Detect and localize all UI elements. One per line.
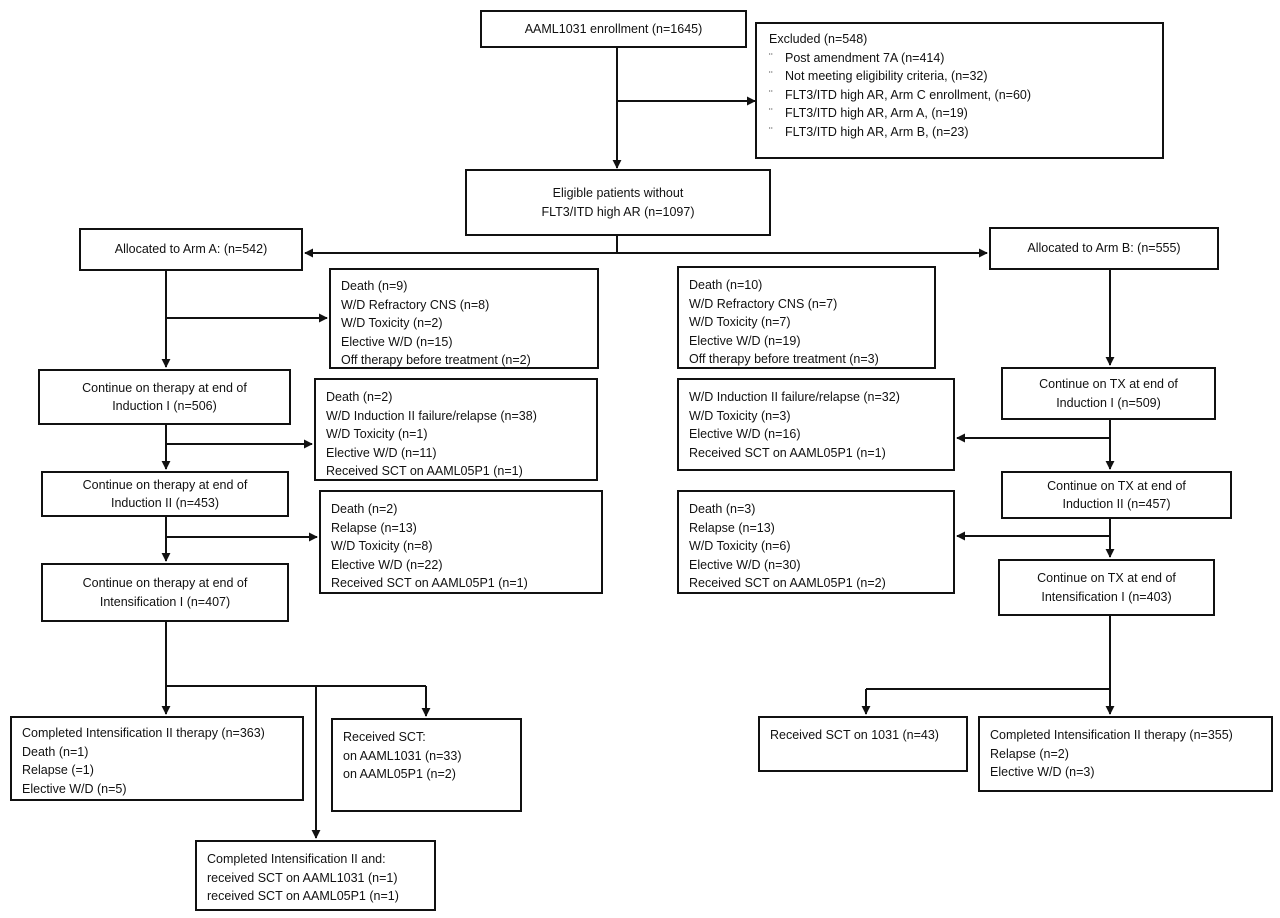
excluded-title: Excluded (n=548) bbox=[769, 32, 868, 46]
arm-b-received-sct-box: Received SCT on 1031 (n=43) bbox=[758, 716, 968, 772]
list-item: Off therapy before treatment (n=2) bbox=[341, 353, 531, 367]
list-item: Received SCT on AAML05P1 (n=1) bbox=[331, 576, 528, 590]
list-item: Elective W/D (n=15) bbox=[341, 334, 453, 349]
excluded-item: ¨FLT3/ITD high AR, Arm B, (n=23) bbox=[769, 123, 1152, 142]
list-item: Death (n=9) bbox=[341, 279, 408, 293]
eligible-box: Eligible patients without FLT3/ITD high … bbox=[465, 169, 771, 236]
list-item: received SCT on AAML05P1 (n=1) bbox=[207, 889, 399, 903]
list-item: W/D Refractory CNS (n=7) bbox=[689, 296, 838, 311]
list-item: W/D Refractory CNS (n=8) bbox=[341, 297, 490, 312]
list-item: W/D Toxicity (n=6) bbox=[689, 539, 791, 553]
arm-b-off-intensification1-box: Death (n=3) Relapse (n=13) W/D Toxicity … bbox=[677, 490, 955, 594]
box-line: Continue on TX at end of bbox=[1047, 478, 1186, 493]
list-item: Elective W/D (n=3) bbox=[990, 765, 1095, 779]
box-line: Induction II (n=457) bbox=[1062, 497, 1171, 511]
excluded-item: ¨Not meeting eligibility criteria, (n=32… bbox=[769, 67, 1152, 86]
arm-b-allocated-box: Allocated to Arm B: (n=555) bbox=[989, 227, 1219, 270]
bullet-icon: ¨ bbox=[769, 125, 773, 138]
list-item: Death (n=2) bbox=[326, 390, 393, 404]
bullet-icon: ¨ bbox=[769, 70, 773, 82]
list-item: W/D Induction II failure/relapse (n=32) bbox=[689, 390, 900, 404]
bullet-icon: ¨ bbox=[769, 107, 773, 119]
list-item: Received SCT: bbox=[343, 730, 426, 744]
arm-a-off-induction1-box: Death (n=9) W/D Refractory CNS (n=8) W/D… bbox=[329, 268, 599, 369]
box-line: Continue on therapy at end of bbox=[82, 477, 248, 492]
list-item: W/D Toxicity (n=2) bbox=[341, 316, 443, 330]
list-item: Elective W/D (n=30) bbox=[689, 557, 801, 572]
arm-a-after-induction1-box: Continue on therapy at end of Induction … bbox=[38, 369, 291, 425]
box-line: Induction I (n=506) bbox=[112, 399, 217, 413]
arm-a-off-induction2-box: Death (n=2) W/D Induction II failure/rel… bbox=[314, 378, 598, 481]
list-item: Elective W/D (n=16) bbox=[689, 427, 801, 441]
box-line: Induction I (n=509) bbox=[1056, 395, 1161, 410]
list-item: Elective W/D (n=22) bbox=[331, 557, 443, 572]
list-item: Received SCT on AAML05P1 (n=1) bbox=[326, 464, 523, 478]
excluded-item: ¨FLT3/ITD high AR, Arm A, (n=19) bbox=[769, 104, 1152, 123]
box-line: Continue on TX at end of bbox=[1039, 377, 1178, 391]
excluded-item: ¨Post amendment 7A (n=414) bbox=[769, 49, 1152, 68]
arm-b-allocated-text: Allocated to Arm B: (n=555) bbox=[1027, 241, 1181, 256]
arm-a-off-intensification1-box: Death (n=2) Relapse (n=13) W/D Toxicity … bbox=[319, 490, 603, 594]
list-item: Death (n=10) bbox=[689, 278, 763, 292]
enrollment-text: AAML1031 enrollment (n=1645) bbox=[524, 21, 703, 36]
list-item: W/D Toxicity (n=7) bbox=[689, 315, 791, 329]
arm-b-completed-box: Completed Intensification II therapy (n=… bbox=[978, 716, 1273, 792]
list-item: Death (n=1) bbox=[22, 744, 89, 759]
list-item: Relapse (n=2) bbox=[990, 746, 1069, 761]
list-item: Elective W/D (n=11) bbox=[326, 445, 437, 460]
list-item: W/D Toxicity (n=8) bbox=[331, 539, 433, 553]
list-item: W/D Toxicity (n=3) bbox=[689, 408, 791, 423]
list-item: on AAML05P1 (n=2) bbox=[343, 767, 456, 781]
arm-a-completed-and-sct-box: Completed Intensification II and: receiv… bbox=[195, 840, 436, 911]
list-item: Elective W/D (n=5) bbox=[22, 781, 127, 796]
list-item: Received SCT on AAML05P1 (n=1) bbox=[689, 445, 886, 460]
box-line: Continue on therapy at end of bbox=[82, 576, 248, 590]
list-item: Relapse (n=13) bbox=[689, 520, 775, 535]
list-item: Completed Intensification II and: bbox=[207, 852, 386, 866]
arm-b-after-intensification1-box: Continue on TX at end of Intensification… bbox=[998, 559, 1215, 616]
eligible-line: Eligible patients without bbox=[552, 186, 684, 200]
arm-b-off-induction1-box: Death (n=10) W/D Refractory CNS (n=7) W/… bbox=[677, 266, 936, 369]
arm-a-completed-box: Completed Intensification II therapy (n=… bbox=[10, 716, 304, 801]
arm-a-after-induction2-box: Continue on therapy at end of Induction … bbox=[41, 471, 289, 517]
box-line: Continue on therapy at end of bbox=[82, 380, 247, 395]
arm-a-allocated-box: Allocated to Arm A: (n=542) bbox=[79, 228, 303, 271]
list-item: Death (n=3) bbox=[689, 502, 756, 516]
list-item: Relapse (n=13) bbox=[331, 520, 417, 535]
list-item: W/D Toxicity (n=1) bbox=[326, 427, 428, 441]
list-item: W/D Induction II failure/relapse (n=38) bbox=[326, 408, 537, 423]
excluded-item: ¨FLT3/ITD high AR, Arm C enrollment, (n=… bbox=[769, 86, 1152, 105]
list-item: Completed Intensification II therapy (n=… bbox=[990, 728, 1233, 742]
excluded-box: Excluded (n=548) ¨Post amendment 7A (n=4… bbox=[755, 22, 1164, 159]
list-item: Death (n=2) bbox=[331, 502, 398, 516]
list-item: Received SCT on 1031 (n=43) bbox=[770, 728, 939, 742]
bullet-icon: ¨ bbox=[769, 88, 773, 101]
arm-a-received-sct-box: Received SCT: on AAML1031 (n=33) on AAML… bbox=[331, 718, 522, 812]
list-item: received SCT on AAML1031 (n=1) bbox=[207, 870, 398, 885]
list-item: on AAML1031 (n=33) bbox=[343, 748, 462, 763]
arm-b-off-induction2-box: W/D Induction II failure/relapse (n=32) … bbox=[677, 378, 955, 471]
box-line: Continue on TX at end of bbox=[1037, 571, 1176, 585]
box-line: Induction II (n=453) bbox=[110, 496, 220, 510]
arm-a-allocated-text: Allocated to Arm A: (n=542) bbox=[114, 242, 268, 257]
list-item: Off therapy before treatment (n=3) bbox=[689, 352, 879, 366]
enrollment-box: AAML1031 enrollment (n=1645) bbox=[480, 10, 747, 48]
list-item: Received SCT on AAML05P1 (n=2) bbox=[689, 576, 886, 590]
list-item: Relapse (=1) bbox=[22, 763, 94, 777]
arm-b-after-induction1-box: Continue on TX at end of Induction I (n=… bbox=[1001, 367, 1216, 420]
arm-a-after-intensification1-box: Continue on therapy at end of Intensific… bbox=[41, 563, 289, 622]
arm-b-after-induction2-box: Continue on TX at end of Induction II (n… bbox=[1001, 471, 1232, 519]
bullet-icon: ¨ bbox=[769, 51, 773, 64]
box-line: Intensification I (n=407) bbox=[99, 594, 231, 609]
list-item: Completed Intensification II therapy (n=… bbox=[22, 726, 265, 740]
box-line: Intensification I (n=403) bbox=[1041, 589, 1172, 604]
list-item: Elective W/D (n=19) bbox=[689, 333, 801, 348]
eligible-line: FLT3/ITD high AR (n=1097) bbox=[541, 204, 695, 219]
